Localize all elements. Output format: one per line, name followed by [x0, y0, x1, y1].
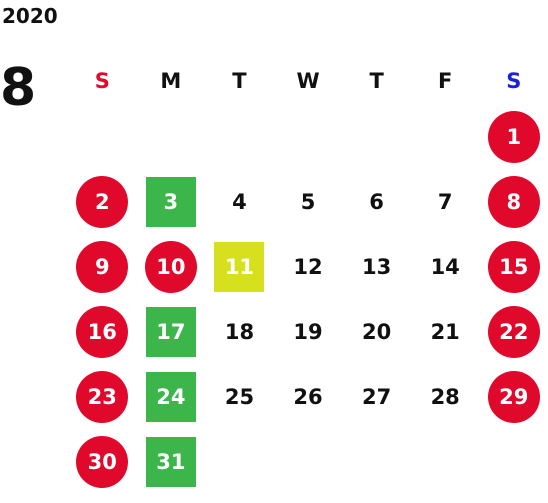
day-number: 25 — [224, 384, 255, 409]
weekday-tuesday: T — [232, 69, 247, 93]
day-cell[interactable]: 6 — [342, 169, 411, 234]
day-cell[interactable]: 31 — [137, 429, 206, 494]
day-cell[interactable]: 8 — [479, 169, 548, 234]
day-cell[interactable]: 10 — [137, 234, 206, 299]
holiday-day-number: 1 — [487, 110, 540, 163]
day-number: 21 — [430, 319, 460, 344]
day-number: 13 — [361, 254, 392, 279]
empty-cell — [342, 429, 411, 494]
week-row: 1 — [68, 104, 548, 169]
empty-cell — [68, 104, 137, 169]
day-number: 26 — [293, 384, 323, 409]
empty-cell — [205, 104, 274, 169]
day-cell[interactable]: 17 — [137, 299, 206, 364]
holiday-day-number: 2 — [76, 175, 129, 228]
weekday-sunday: S — [94, 69, 110, 93]
day-number: 6 — [369, 189, 384, 214]
week-row: 9 10 11 12 13 14 15 — [68, 234, 548, 299]
holiday-day-number: 16 — [76, 305, 129, 358]
holiday-day-number: 29 — [487, 370, 540, 423]
closed-day-number: 17 — [145, 306, 196, 357]
empty-cell — [411, 429, 480, 494]
empty-cell — [274, 104, 343, 169]
day-number: 4 — [232, 189, 247, 214]
day-cell[interactable]: 11 — [205, 234, 274, 299]
highlighted-day-number: 11 — [214, 241, 265, 292]
day-cell[interactable]: 20 — [342, 299, 411, 364]
empty-cell — [274, 429, 343, 494]
day-cell[interactable]: 25 — [205, 364, 274, 429]
closed-day-number: 3 — [145, 176, 196, 227]
day-cell[interactable]: 5 — [274, 169, 343, 234]
day-number: 14 — [430, 254, 460, 279]
empty-cell — [205, 429, 274, 494]
day-cell[interactable]: 9 — [68, 234, 137, 299]
holiday-day-number: 10 — [144, 240, 197, 293]
day-cell[interactable]: 28 — [411, 364, 480, 429]
empty-cell — [479, 429, 548, 494]
holiday-day-number: 30 — [76, 435, 129, 488]
weekday-saturday: S — [506, 69, 522, 93]
day-number: 20 — [361, 319, 392, 344]
holiday-day-number: 23 — [76, 370, 129, 423]
day-cell[interactable]: 18 — [205, 299, 274, 364]
day-cell[interactable]: 30 — [68, 429, 137, 494]
weekday-friday: F — [438, 69, 453, 93]
day-cell[interactable]: 14 — [411, 234, 480, 299]
day-cell[interactable]: 24 — [137, 364, 206, 429]
day-cell[interactable]: 27 — [342, 364, 411, 429]
empty-cell — [411, 104, 480, 169]
weekday-monday: M — [160, 69, 182, 93]
day-cell[interactable]: 23 — [68, 364, 137, 429]
day-cell[interactable]: 22 — [479, 299, 548, 364]
day-number: 19 — [293, 319, 323, 344]
holiday-day-number: 9 — [76, 240, 129, 293]
day-cell[interactable]: 4 — [205, 169, 274, 234]
day-number: 18 — [224, 319, 255, 344]
month-label: 8 — [0, 58, 37, 118]
day-cell[interactable]: 1 — [479, 104, 548, 169]
weekday-thursday: T — [369, 69, 384, 93]
day-number: 7 — [437, 189, 453, 214]
holiday-day-number: 15 — [487, 240, 540, 293]
week-row: 16 17 18 19 20 21 22 — [68, 299, 548, 364]
day-number: 28 — [430, 384, 460, 409]
week-row: 23 24 25 26 27 28 29 — [68, 364, 548, 429]
holiday-day-number: 22 — [487, 305, 540, 358]
day-cell[interactable]: 29 — [479, 364, 548, 429]
empty-cell — [137, 104, 206, 169]
empty-cell — [342, 104, 411, 169]
day-cell[interactable]: 26 — [274, 364, 343, 429]
day-cell[interactable]: 2 — [68, 169, 137, 234]
year-label: 2020 — [2, 4, 58, 28]
weekday-wednesday: W — [296, 69, 320, 93]
day-number: 27 — [361, 384, 392, 409]
day-cell[interactable]: 7 — [411, 169, 480, 234]
day-cell[interactable]: 21 — [411, 299, 480, 364]
weekday-header-row: S M T W T F S — [68, 58, 548, 104]
day-cell[interactable]: 16 — [68, 299, 137, 364]
day-number: 5 — [300, 189, 316, 214]
closed-day-number: 31 — [145, 436, 196, 487]
closed-day-number: 24 — [145, 371, 196, 422]
week-row: 30 31 — [68, 429, 548, 494]
day-number: 12 — [293, 254, 323, 279]
day-cell[interactable]: 19 — [274, 299, 343, 364]
day-cell[interactable]: 13 — [342, 234, 411, 299]
holiday-day-number: 8 — [487, 175, 540, 228]
day-cell[interactable]: 3 — [137, 169, 206, 234]
day-cell[interactable]: 12 — [274, 234, 343, 299]
day-cell[interactable]: 15 — [479, 234, 548, 299]
